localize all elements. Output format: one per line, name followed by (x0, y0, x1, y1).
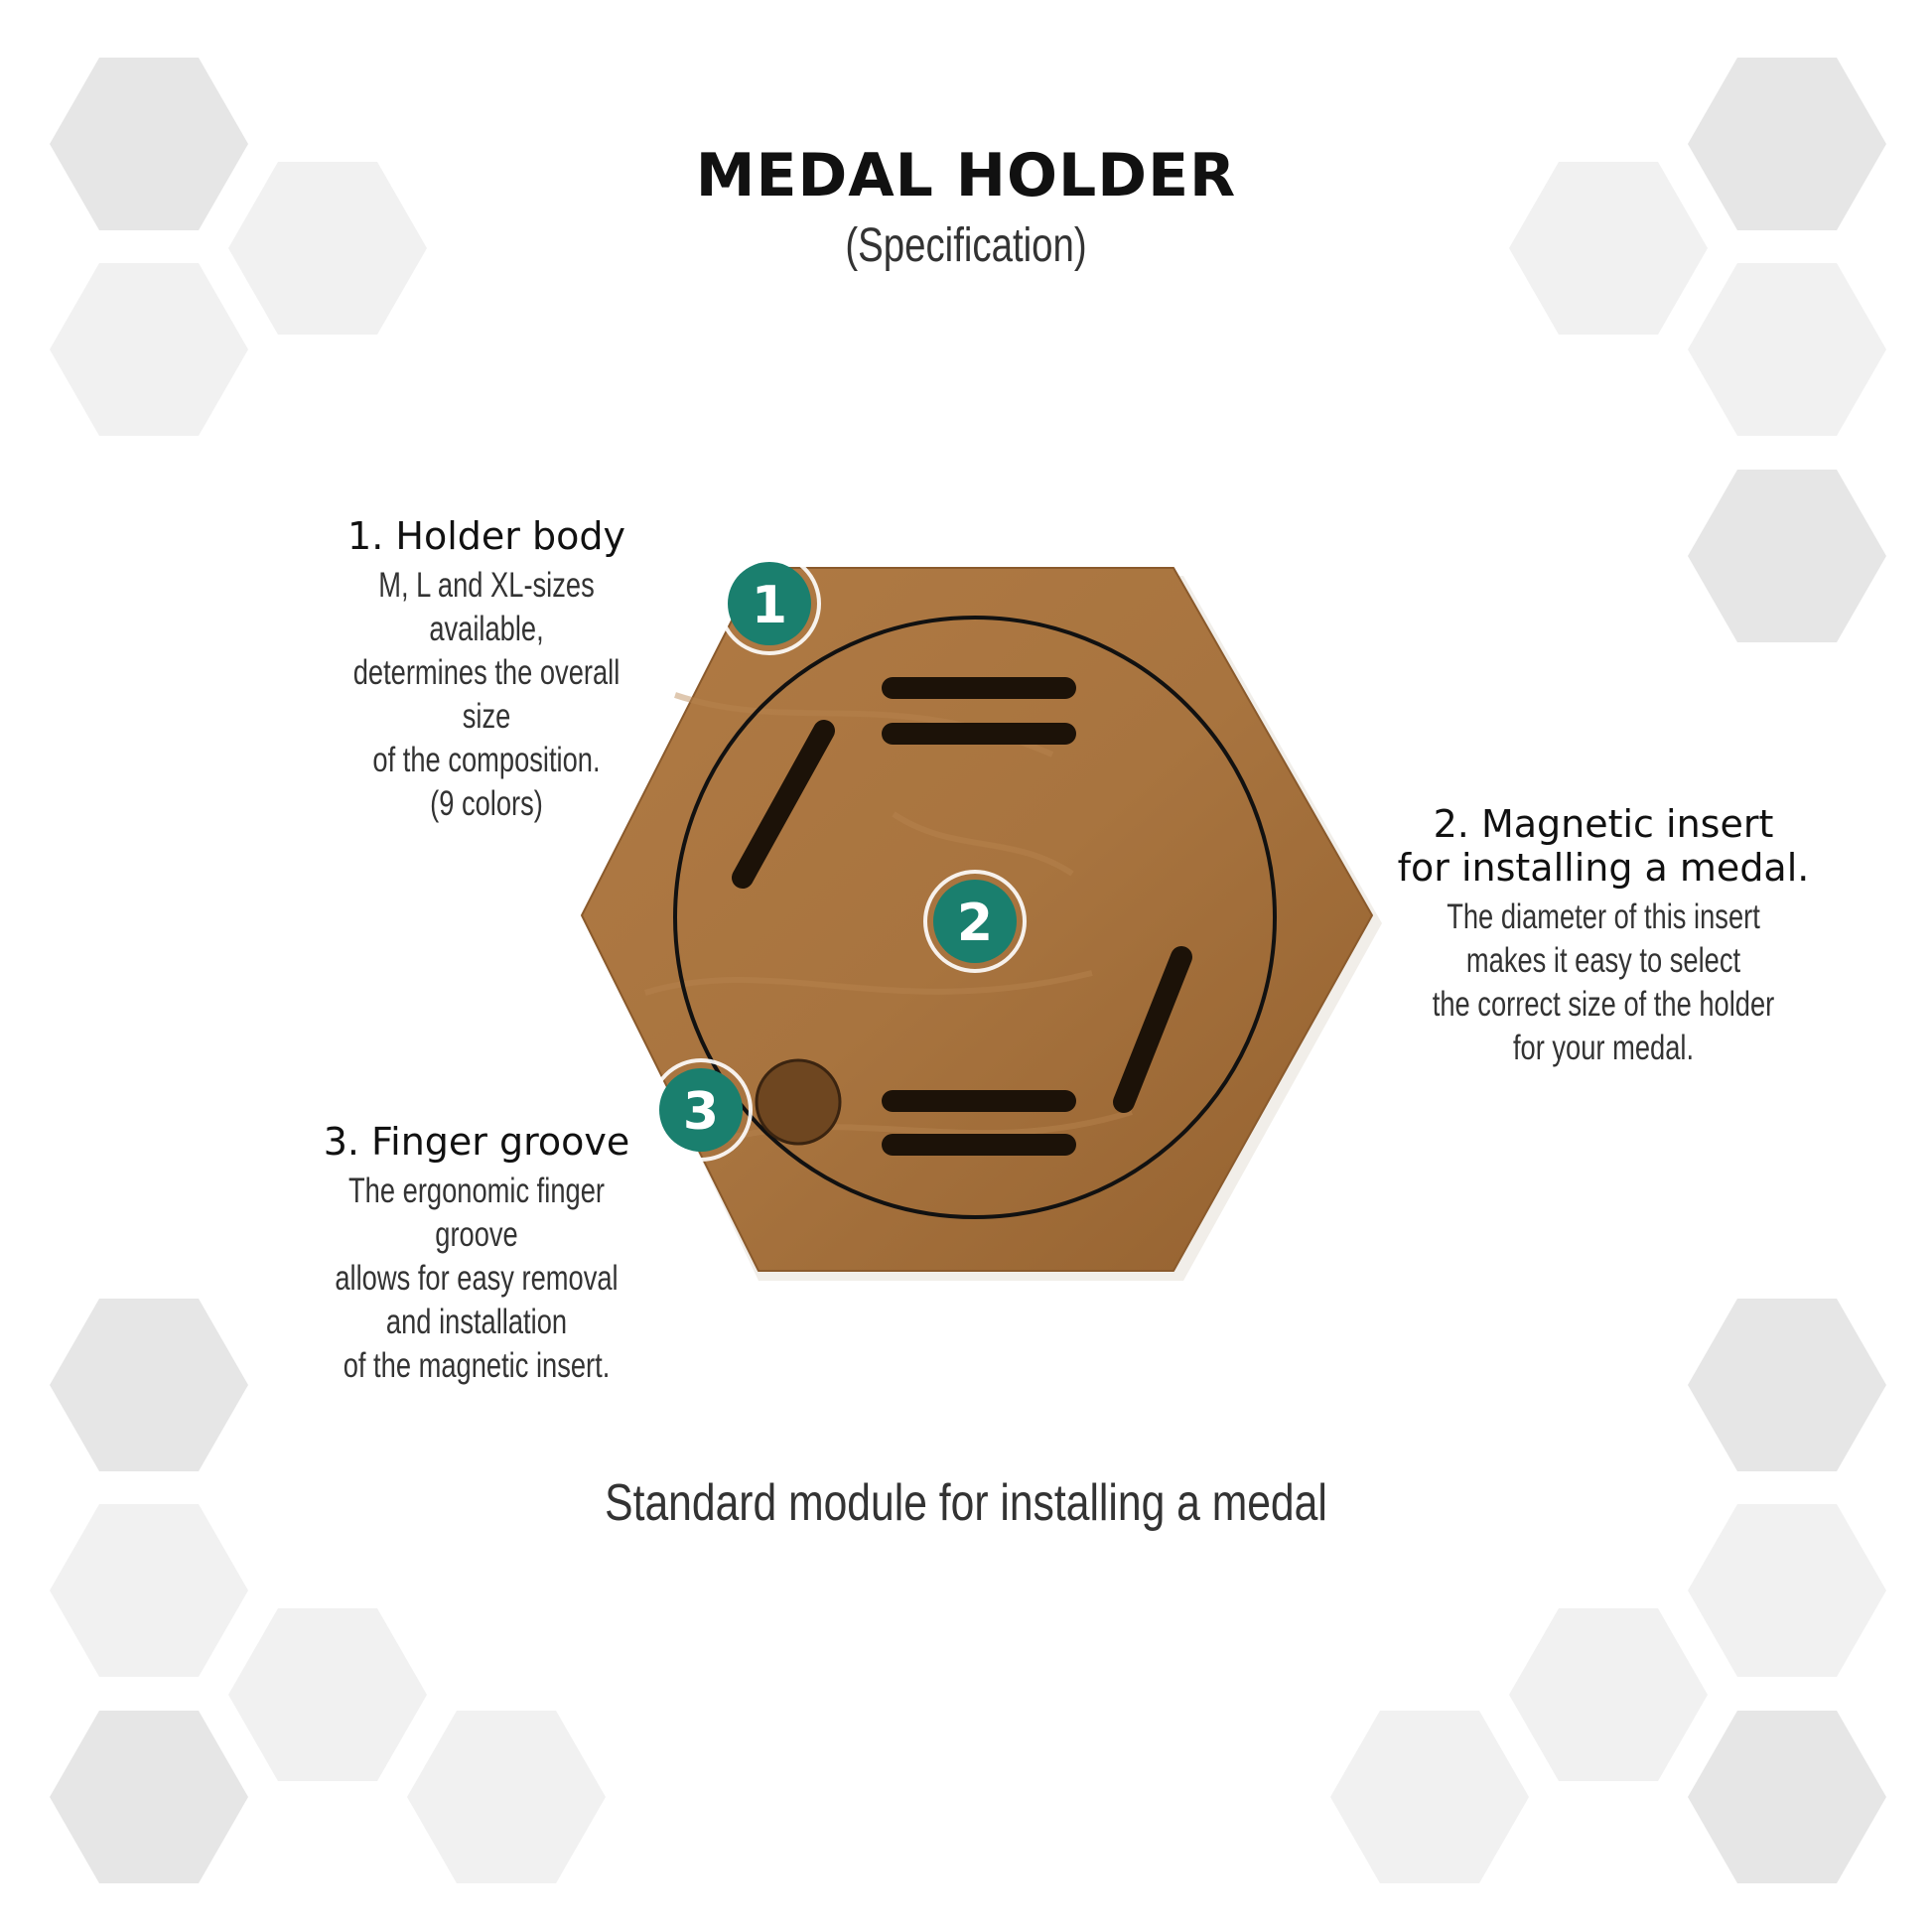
bg-hexagon (1509, 1608, 1708, 1781)
callout-description: M, L and XL-sizes available, determines … (352, 566, 621, 823)
bg-hexagon (1688, 263, 1886, 436)
bg-hexagon (1688, 1711, 1886, 1883)
page-subtitle: (Specification) (845, 219, 1087, 272)
bg-hexagon (1688, 58, 1886, 230)
callout-heading: 3. Finger groove (323, 1120, 630, 1164)
bg-hexagon (1688, 1299, 1886, 1471)
badge-3-number: 3 (683, 1082, 719, 1142)
bg-hexagon (50, 263, 248, 436)
slot (1113, 946, 1192, 1113)
bg-hexagon (50, 1711, 248, 1883)
badge-1: 1 (718, 552, 821, 655)
bg-hexagon (228, 1608, 427, 1781)
slot (882, 723, 1076, 745)
badge-2-number: 2 (957, 894, 993, 953)
magnetic-insert-outline (673, 616, 1277, 1219)
badge-3: 3 (649, 1058, 753, 1162)
bg-hexagon (407, 1711, 606, 1883)
callout-description: The diameter of this insert makes it eas… (1432, 897, 1775, 1067)
wood-grain (644, 692, 1133, 1145)
callout-heading: 2. Magnetic insert for installing a meda… (1397, 802, 1810, 890)
callout-holder-body: 1. Holder body M, L and XL-sizes availab… (298, 514, 675, 826)
slot (882, 677, 1076, 699)
bg-hexagon (228, 162, 427, 335)
slot (882, 1090, 1076, 1112)
badge-1-number: 1 (752, 576, 787, 635)
bg-hexagon (50, 1299, 248, 1471)
callout-magnetic-insert: 2. Magnetic insert for installing a meda… (1380, 802, 1827, 1070)
page-title: MEDAL HOLDER (695, 141, 1237, 210)
slot (882, 1134, 1076, 1156)
bg-hexagon (1688, 470, 1886, 642)
slot (732, 720, 835, 889)
callout-description: The ergonomic finger groove allows for e… (335, 1172, 619, 1385)
bg-hexagon (1688, 1504, 1886, 1677)
bg-hexagon (50, 1504, 248, 1677)
finger-groove (755, 1058, 842, 1146)
bg-hexagon (50, 58, 248, 230)
callout-finger-groove: 3. Finger groove The ergonomic finger gr… (268, 1120, 685, 1388)
footer-caption: Standard module for installing a medal (605, 1474, 1327, 1532)
bg-hexagon (1330, 1711, 1529, 1883)
callout-heading: 1. Holder body (347, 514, 625, 558)
badge-2: 2 (923, 870, 1027, 973)
bg-hexagon (1509, 162, 1708, 335)
